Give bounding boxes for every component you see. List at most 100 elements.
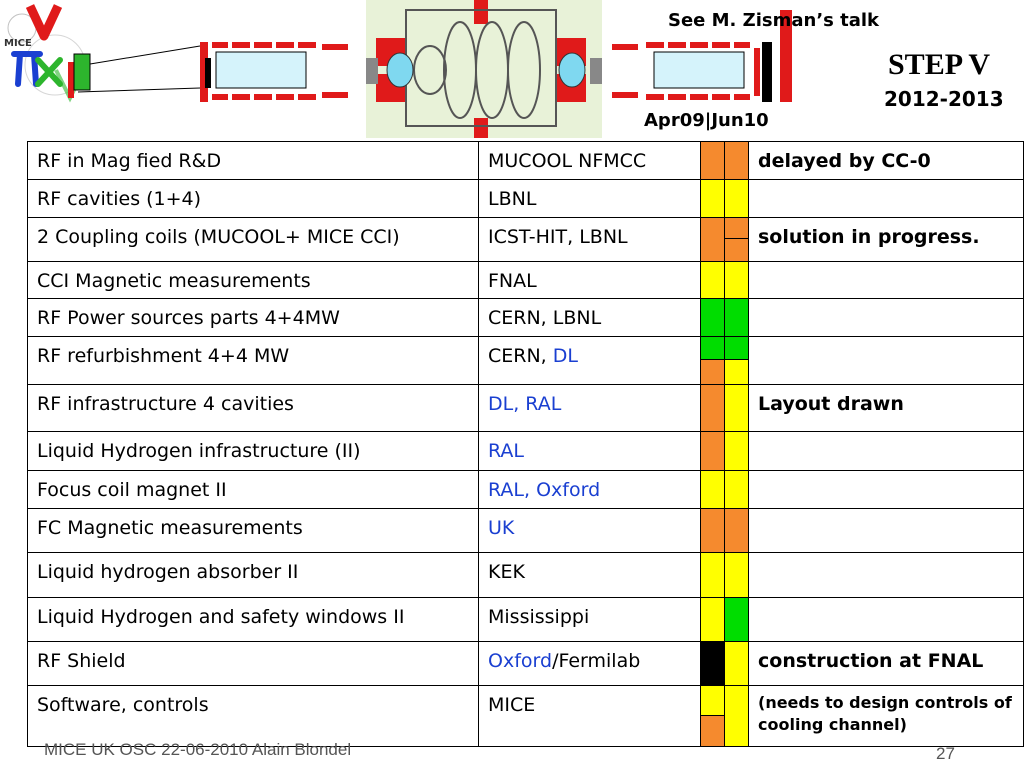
page-number: 27: [936, 744, 955, 763]
svg-text:MICE: MICE: [4, 38, 32, 49]
note-cell: [748, 596, 1024, 643]
status-cell-2: [724, 596, 749, 643]
date-range-label: Apr09|Jun10: [644, 110, 769, 131]
status-table-body: RF in Mag fied R&D MUCOOL NFMCC delayed by…: [27, 140, 1024, 747]
status-cell-1: [700, 216, 725, 262]
mice-logo: MICE: [0, 0, 110, 110]
table-row: RF in Mag fied R&D MUCOOL NFMCC delayed by…: [27, 140, 1024, 181]
note-cell: solution in progress.: [748, 216, 1024, 262]
status-cell-2: [724, 431, 749, 471]
responsible-text: LBNL: [488, 188, 537, 211]
responsible-text: RAL: [488, 440, 525, 463]
status-swatch: [725, 358, 748, 384]
item-cell: RF Shield: [27, 641, 479, 687]
item-cell: RF cavities (1+4): [27, 179, 479, 218]
status-cell-2: [724, 685, 749, 747]
status-cell-1: [700, 383, 725, 433]
cooling-channel-diagram: [60, 0, 800, 138]
responsible-cell: MICE: [478, 685, 701, 747]
status-cell-1: [700, 685, 725, 747]
responsible-cell: UK: [478, 507, 701, 554]
responsible-text: ICST-HIT, LBNL: [488, 225, 628, 248]
responsible-text: Mississippi: [488, 605, 590, 628]
responsible-text: DL, RAL: [488, 392, 562, 415]
responsible-text: KEK: [488, 561, 525, 584]
status-cell-2: [724, 469, 749, 509]
status-cell-1: [700, 298, 725, 337]
status-cell-2: [724, 335, 749, 385]
item-cell: Software, controls: [27, 685, 479, 747]
status-cell-2: [724, 216, 749, 262]
item-cell: Liquid hydrogen absorber II: [27, 552, 479, 598]
item-cell: 2 Coupling coils (MUCOOL+ MICE CCI): [27, 216, 479, 262]
status-cell-2: [724, 179, 749, 218]
status-cell-1: [700, 469, 725, 509]
status-cell-2: [724, 641, 749, 687]
status-swatch: [725, 218, 748, 240]
footer-credit: MICE UK OSC 22-06-2010 Alain Blondel: [44, 740, 352, 759]
status-cell-1: [700, 260, 725, 300]
status-swatch: [701, 686, 724, 717]
note-cell: (needs to design controls of cooling cha…: [748, 685, 1024, 747]
table-row: Liquid Hydrogen infrastructure (II)RAL: [27, 431, 1024, 471]
status-cell-2: [724, 140, 749, 181]
status-cell-2: [724, 507, 749, 554]
status-cell-2: [724, 383, 749, 433]
note-cell: [748, 469, 1024, 509]
responsible-cell: KEK: [478, 552, 701, 598]
item-cell: RF Power sources parts 4+4MW: [27, 298, 479, 337]
table-row: Software, controls MICE (needs to design c…: [27, 685, 1024, 747]
responsible-text: UK: [488, 516, 515, 539]
note-cell: [748, 260, 1024, 300]
status-cell-1: [700, 431, 725, 471]
responsible-cell: ICST-HIT, LBNL: [478, 216, 701, 262]
item-cell: Focus coil magnet II: [27, 469, 479, 509]
note-cell: [748, 552, 1024, 598]
status-cell-2: [724, 260, 749, 300]
status-swatch: [701, 715, 724, 746]
responsible-text: RAL, Oxford: [488, 478, 601, 501]
item-cell: FC Magnetic measurements: [27, 507, 479, 554]
status-cell-1: [700, 335, 725, 385]
status-table: RF in Mag fied R&D MUCOOL NFMCC delayed by…: [27, 140, 1024, 747]
note-cell: [748, 431, 1024, 471]
responsible-text: MICE: [488, 694, 536, 717]
status-cell-1: [700, 507, 725, 554]
responsible-text: DL: [552, 344, 578, 367]
status-cell-1: [700, 596, 725, 643]
item-cell: RF in Mag fied R&D: [27, 140, 479, 181]
responsible-cell: RAL, Oxford: [478, 469, 701, 509]
table-row: Focus coil magnet II RAL, Oxford: [27, 469, 1024, 509]
responsible-text: Oxford: [488, 650, 553, 673]
table-row: 2 Coupling coils (MUCOOL+ MICE CCI) ICST-…: [27, 216, 1024, 262]
responsible-cell: FNAL: [478, 260, 701, 300]
status-swatch: [701, 358, 724, 384]
step-title: STEP V: [888, 48, 990, 81]
table-row: RF cavities (1+4) LBNL: [27, 179, 1024, 218]
note-cell: Layout drawn: [748, 383, 1024, 433]
status-swatch: [725, 237, 748, 261]
status-cell-1: [700, 641, 725, 687]
table-row: FC Magnetic measurements UK: [27, 507, 1024, 554]
item-cell: RF refurbishment 4+4 MW: [27, 335, 479, 385]
status-swatch: [701, 337, 724, 361]
responsible-cell: CERN, LBNL: [478, 298, 701, 337]
responsible-cell: CERN, DL: [478, 335, 701, 385]
responsible-text: /Fermilab: [552, 650, 641, 673]
responsible-cell: Oxford/Fermilab: [478, 641, 701, 687]
responsible-cell: LBNL: [478, 179, 701, 218]
responsible-cell: Mississippi: [478, 596, 701, 643]
note-cell: delayed by CC-0: [748, 140, 1024, 181]
note-cell: [748, 507, 1024, 554]
status-cell-1: [700, 140, 725, 181]
note-cell: [748, 298, 1024, 337]
responsible-text: MUCOOL NFMCC: [488, 150, 647, 172]
status-cell-2: [724, 298, 749, 337]
responsible-text: CERN,: [488, 344, 553, 367]
table-row: Liquid hydrogen absorber II KEK: [27, 552, 1024, 598]
